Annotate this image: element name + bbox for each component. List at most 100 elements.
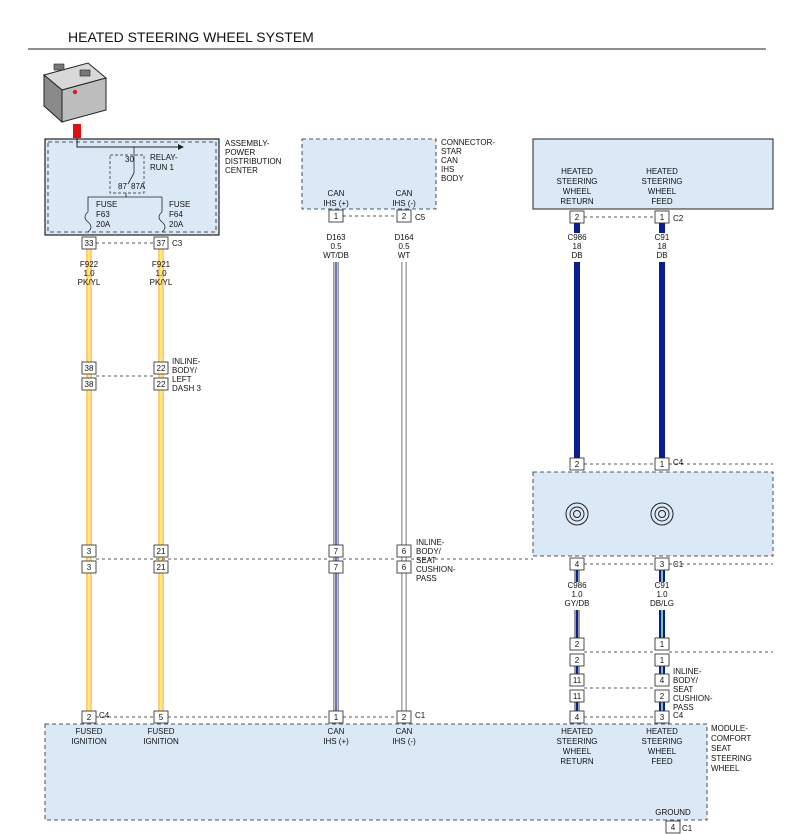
pin-pdc-37: 37 — [153, 236, 169, 250]
svg-text:4: 4 — [575, 713, 580, 722]
inline-seat2-name-5: PASS — [673, 703, 694, 712]
svg-text:38: 38 — [85, 364, 94, 373]
pin-dash-38-b: 38 — [81, 377, 97, 391]
wire-d164-id: D164 — [394, 233, 414, 242]
battery-positive-terminal — [73, 124, 81, 138]
svg-text:2: 2 — [87, 713, 92, 722]
wire-c91-top-color: DB — [656, 251, 667, 260]
svg-text:1: 1 — [334, 713, 339, 722]
mod-label-5b: STEERING — [557, 737, 598, 746]
mod-label-3b: IHS (+) — [323, 737, 349, 746]
svg-text:6: 6 — [402, 547, 407, 556]
cs-feed-1: HEATED — [646, 167, 678, 176]
relay-pin-87: 87 — [118, 182, 127, 191]
svg-text:3: 3 — [660, 560, 665, 569]
pin-seat-7-a: 7 — [328, 544, 344, 558]
pin-seat2-2-b: 2 — [654, 689, 670, 703]
wire-layer — [86, 223, 665, 712]
svg-text:3: 3 — [87, 547, 92, 556]
conn-coil-c1: C1 — [673, 560, 684, 569]
fuse1-label: FUSE — [96, 200, 117, 209]
pin-dash-38-a: 38 — [81, 361, 97, 375]
pin-coil-top-1: 1 — [654, 457, 670, 471]
pin-seat-6-b: 6 — [396, 560, 412, 574]
wire-f921-color: PK/YL — [150, 278, 173, 287]
pin-mod-2b: 2 — [396, 710, 412, 724]
wire-f922-color: PK/YL — [78, 278, 101, 287]
fuse1-id: F63 — [96, 210, 110, 219]
star-name-2: STAR — [441, 147, 462, 156]
wire-d163-color: WT/DB — [323, 251, 349, 260]
svg-text:11: 11 — [573, 692, 582, 701]
svg-text:2: 2 — [575, 460, 580, 469]
mod-label-1b: IGNITION — [71, 737, 107, 746]
inline-dash-name-1: INLINE- — [172, 357, 201, 366]
star-label-1b: IHS (+) — [323, 199, 349, 208]
wire-c91-top-gauge: 18 — [658, 242, 667, 251]
heating-coil-return-icon — [565, 502, 589, 526]
svg-text:21: 21 — [157, 547, 166, 556]
svg-text:1: 1 — [660, 213, 665, 222]
mod-label-6a: HEATED — [646, 727, 678, 736]
svg-text:21: 21 — [157, 563, 166, 572]
svg-text:2: 2 — [575, 640, 580, 649]
pin-sw-lower-1: 1 — [654, 653, 670, 667]
connector-labels: C3 C5 C2 C4 C1 C4 C1 C4 C1 — [99, 213, 693, 833]
heating-coil-feed-icon — [650, 502, 674, 526]
pin-star-2: 2 — [396, 209, 412, 223]
cs-feed-3: WHEEL — [648, 187, 677, 196]
mod-label-4b: IHS (-) — [392, 737, 416, 746]
pin-sw-upper-2: 2 — [569, 637, 585, 651]
pin-sw-lower-2: 2 — [569, 653, 585, 667]
power-distribution-center: 30 87 87A RELAY- RUN 1 FUSE F63 20A FUSE… — [44, 138, 220, 236]
pin-seat-3-b: 3 — [81, 560, 97, 574]
inline-names: INLINE- BODY/ LEFT DASH 3 INLINE- BODY/ … — [172, 357, 713, 712]
svg-text:1: 1 — [334, 212, 339, 221]
svg-text:2: 2 — [402, 212, 407, 221]
relay-label-2: RUN 1 — [150, 163, 175, 172]
module-name-2: COMFORT — [711, 734, 751, 743]
star-label-1a: CAN — [328, 189, 345, 198]
pin-mod-1: 1 — [328, 710, 344, 724]
conn-mod-c1: C1 — [415, 711, 426, 720]
svg-text:1: 1 — [660, 640, 665, 649]
wire-d163-id: D163 — [326, 233, 346, 242]
svg-text:22: 22 — [157, 364, 166, 373]
pin-seat2-4-a: 4 — [654, 673, 670, 687]
module-name-5: WHEEL — [711, 764, 740, 773]
star-label-2b: IHS (-) — [392, 199, 416, 208]
pin-coil-bot-3: 3 — [654, 557, 670, 571]
star-name-1: CONNECTOR- — [441, 138, 495, 147]
svg-text:3: 3 — [87, 563, 92, 572]
pin-seat2-11-a: 11 — [569, 673, 585, 687]
pin-cs-2: 2 — [569, 210, 585, 224]
module-name-3: SEAT — [711, 744, 731, 753]
conn-coil-c4: C4 — [673, 458, 684, 467]
inline-seat-name-2: BODY/ — [416, 547, 442, 556]
wire-f921-gauge: 1.0 — [155, 269, 167, 278]
svg-text:11: 11 — [573, 676, 582, 685]
wire-c91-bot-gauge: 1.0 — [656, 590, 668, 599]
svg-text:7: 7 — [334, 547, 339, 556]
mod-label-3a: CAN — [328, 727, 345, 736]
inline-seat-name-3: SEAT — [416, 556, 436, 565]
battery-icon — [42, 62, 108, 124]
pin-seat-3-a: 3 — [81, 544, 97, 558]
conn-mod-c4-right: C4 — [673, 711, 684, 720]
wire-c986-top-color: DB — [571, 251, 582, 260]
inline-dash-name-4: DASH 3 — [172, 384, 201, 393]
wire-c986-bot-id: C986 — [567, 581, 587, 590]
wire-c986-top-id: C986 — [567, 233, 587, 242]
steering-coil-box — [532, 471, 774, 557]
pin-seat-6-a: 6 — [396, 544, 412, 558]
module-name-4: STEERING — [711, 754, 752, 763]
pin-seat-21-b: 21 — [153, 560, 169, 574]
cs-return-2: STEERING — [557, 177, 598, 186]
pdc-name-2: POWER — [225, 148, 255, 157]
star-name-3: CAN — [441, 156, 458, 165]
svg-text:38: 38 — [85, 380, 94, 389]
conn-star-c5: C5 — [415, 213, 426, 222]
fuse2-label: FUSE — [169, 200, 190, 209]
svg-text:33: 33 — [85, 239, 94, 248]
